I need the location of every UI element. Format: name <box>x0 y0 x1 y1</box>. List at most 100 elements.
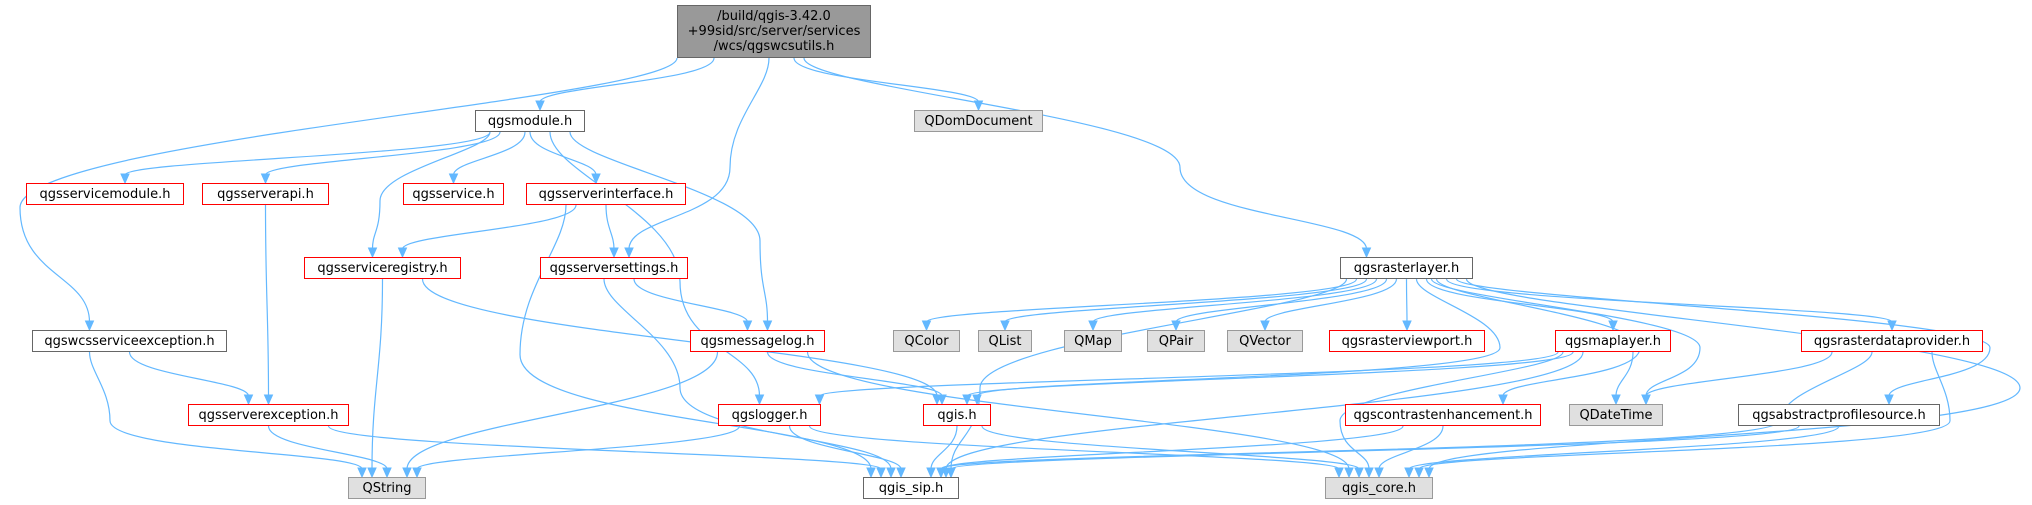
arrowhead-qgsrasterlayer <box>1361 247 1372 259</box>
edge-qgsmaplayer-to-qgslogger <box>818 351 1559 397</box>
arrowhead-qgsservicemodule <box>120 173 130 185</box>
arrowhead-qgsmessagelog <box>762 320 773 332</box>
edge-qgsserviceregistry-to-qgis <box>421 278 938 397</box>
arrowhead-qgis_sip <box>946 467 956 479</box>
qdatetime-node[interactable]: QDateTime <box>1569 404 1663 426</box>
arrowhead-qvector <box>1260 320 1270 332</box>
arrowhead-qgis <box>962 394 972 406</box>
arrowhead-qgsserviceregistry <box>397 247 408 259</box>
arrowhead-qgsrasterdataprovider <box>1887 320 1897 332</box>
arrowhead-qgsserverexception <box>243 394 254 406</box>
arrowhead-qgsserverexception <box>263 394 274 406</box>
qgslogger-node[interactable]: qgslogger.h <box>718 404 821 426</box>
arrowhead-qgis_core <box>1334 467 1344 479</box>
qpair-node[interactable]: QPair <box>1147 330 1205 352</box>
qgsserverapi-node[interactable]: qgsserverapi.h <box>202 183 329 205</box>
edge-qgsrasterlayer-to-qmap <box>1092 278 1378 323</box>
edge-qgsrasterlayer-to-qgsmaplayer <box>1425 278 1614 323</box>
qgsserverexception-node[interactable]: qgsserverexception.h <box>188 404 349 426</box>
edge-qgsrasterlayer-to-qcolor <box>925 278 1358 323</box>
arrowhead-qstring <box>357 467 367 479</box>
edge-qgsserverapi-to-qgsserverexception <box>264 204 270 397</box>
edge-qgsrasterlayer-to-qgis_sip <box>950 278 1348 470</box>
edge-qgsrasterdataprovider-to-qdatetime <box>1645 351 1833 397</box>
arrowhead-qgsmessagelog <box>742 320 753 332</box>
edge-qgsmaplayer-to-qgis_sip <box>945 351 1584 470</box>
arrowhead-qgsserverinterface <box>591 173 601 185</box>
edge-qgsrasterlayer-to-qdatetime <box>1430 278 1701 397</box>
qgis-core-node[interactable]: qgis_core.h <box>1325 477 1433 499</box>
edge-qgsmodule-to-qgsserviceregistry <box>371 131 491 250</box>
arrowhead-qgis_sip <box>886 467 896 479</box>
arrowhead-qgsmodule <box>535 100 545 112</box>
arrowhead-qgsabstractprofilesource <box>1884 394 1894 406</box>
arrowhead-qgis_sip <box>926 467 936 479</box>
qgis-sip-node[interactable]: qgis_sip.h <box>863 477 959 499</box>
qmap-node[interactable]: QMap <box>1064 330 1122 352</box>
arrowhead-qgis_core <box>1344 467 1354 479</box>
edge-qgsrasterdataprovider-to-qgis_sip <box>940 351 1873 470</box>
edge-qgsrasterlayer-to-qlist <box>1004 278 1368 323</box>
root-file-node: /build/qgis-3.42.0 +99sid/src/server/ser… <box>677 5 871 58</box>
qlist-node[interactable]: QList <box>978 330 1032 352</box>
arrowhead-qgsserversettings <box>609 247 619 259</box>
arrowhead-qgis_core <box>1414 467 1424 479</box>
qgsrasterviewport-node[interactable]: qgsrasterviewport.h <box>1329 330 1485 352</box>
edge-qgsabstractprofilesource-to-qgis_sip <box>950 425 1800 470</box>
edge-qgsmessagelog-to-qstring <box>406 351 719 470</box>
qgsservicemodule-node[interactable]: qgsservicemodule.h <box>26 183 184 205</box>
edge-qgis-to-qgis_sip <box>930 425 958 470</box>
qgsabstractprofilesource-node[interactable]: qgsabstractprofilesource.h <box>1738 404 1940 426</box>
arrowhead-qgsserverapi <box>260 173 271 185</box>
qcolor-node[interactable]: QColor <box>893 330 960 352</box>
arrowhead-qgscontrastenhancement <box>1498 394 1508 406</box>
qgsmessagelog-node[interactable]: qgsmessagelog.h <box>690 330 825 352</box>
qgscontrastenhancement-node[interactable]: qgscontrastenhancement.h <box>1345 404 1541 426</box>
arrowhead-qdatetime <box>1611 394 1621 406</box>
qgsserversettings-node[interactable]: qgsserversettings.h <box>540 257 688 279</box>
qgis-node[interactable]: qgis.h <box>923 404 991 426</box>
qgsserverinterface-node[interactable]: qgsserverinterface.h <box>526 183 686 205</box>
edge-qgswcsserviceexception-to-qgsserverexception <box>128 351 250 397</box>
arrowhead-qgis_sip <box>866 467 876 479</box>
qstring-node[interactable]: QString <box>348 477 426 499</box>
qvector-node[interactable]: QVector <box>1227 330 1303 352</box>
edge-qgsabstractprofilesource-to-qgis_core <box>1408 425 1840 470</box>
arrowhead-qdatetime <box>1641 394 1651 406</box>
arrowhead-qstring <box>367 467 377 479</box>
edge-qgsrasterdataprovider-to-qgis_core <box>1418 351 1951 470</box>
qgsmaplayer-node[interactable]: qgsmaplayer.h <box>1555 330 1671 352</box>
qgsrasterdataprovider-node[interactable]: qgsrasterdataprovider.h <box>1801 330 1983 352</box>
arrowhead-qgsrasterviewport <box>1402 320 1412 332</box>
edge-qgsmessagelog-to-qgis <box>766 351 943 397</box>
arrowhead-qgis_core <box>1404 467 1414 479</box>
arrowhead-qgsserviceregistry <box>367 247 378 259</box>
edge-qgsserverinterface-to-qgsserversettings <box>605 204 615 250</box>
edge-qgscontrastenhancement-to-qgis_sip <box>940 425 1404 470</box>
arrowhead-qgsserversettings <box>624 247 634 259</box>
edge-qgsrasterlayer-to-qgsrasterviewport <box>1405 278 1408 323</box>
edge-qgsmaplayer-to-qgis <box>966 351 1574 397</box>
edge-qgsserversettings-to-qgsmessagelog <box>633 278 749 323</box>
arrowhead-qgsservice <box>448 173 459 185</box>
arrowhead-qgis_sip <box>896 467 906 479</box>
qgswcsserviceexception-node[interactable]: qgswcsserviceexception.h <box>32 330 227 352</box>
edge-qgsserverinterface-to-qgsserviceregistry <box>401 204 577 250</box>
edge-qgsmodule-to-qgsserverapi <box>264 131 501 176</box>
qgsservice-node[interactable]: qgsservice.h <box>403 183 504 205</box>
qgsmodule-node[interactable]: qgsmodule.h <box>475 110 585 132</box>
arrowhead-qgis <box>937 394 947 406</box>
edge-qgsmodule-to-qgsmessagelog <box>569 131 769 323</box>
arrowhead-qpair <box>1171 320 1181 332</box>
arrowhead-qgis_sip <box>936 467 946 479</box>
arrowhead-qgis_core <box>1424 467 1434 479</box>
qgsserviceregistry-node[interactable]: qgsserviceregistry.h <box>304 257 461 279</box>
arrowhead-qstring <box>412 467 422 479</box>
qdomdocument-node[interactable]: QDomDocument <box>914 110 1043 132</box>
qgsrasterlayer-node[interactable]: qgsrasterlayer.h <box>1340 257 1473 279</box>
edge-qgslogger-to-qgis_sip <box>788 425 902 470</box>
edge-qgsmaplayer-to-qdatetime <box>1615 351 1634 397</box>
arrowhead-qcolor <box>921 320 932 332</box>
edge-root-to-qgsserversettings <box>628 57 770 250</box>
arrowhead-qgis_sip <box>876 467 886 479</box>
